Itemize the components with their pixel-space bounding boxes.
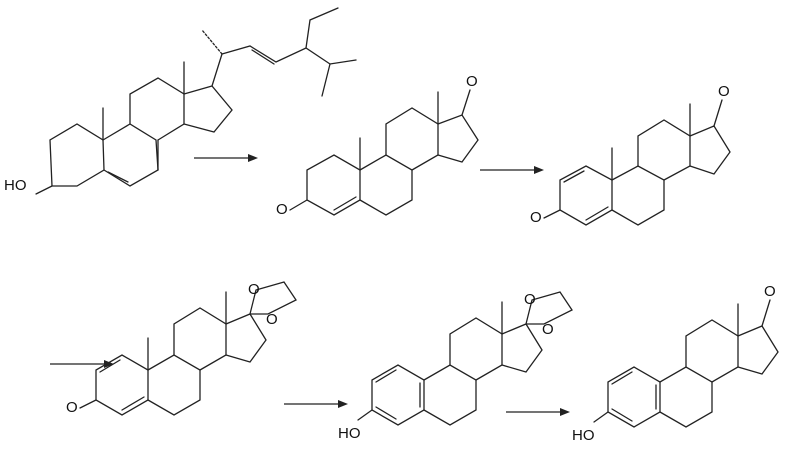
ketone-label: O bbox=[276, 201, 288, 218]
arrowhead-1 bbox=[248, 154, 258, 162]
ketal-oxygen-label-2: O bbox=[542, 321, 554, 338]
arrowhead-3 bbox=[104, 360, 114, 368]
hydroxyl-label: HO bbox=[572, 427, 595, 444]
ketal-oxygen-label-1: O bbox=[248, 281, 260, 298]
ketone-label-17: O bbox=[764, 283, 776, 300]
ketone-label-17: O bbox=[466, 73, 478, 90]
ketal-oxygen-label-1: O bbox=[524, 291, 536, 308]
arrowhead-4 bbox=[338, 400, 348, 408]
compound-6: HO O bbox=[572, 283, 779, 444]
compound-3: O O bbox=[530, 83, 731, 226]
compound-1: HO bbox=[4, 7, 357, 195]
hydroxyl-label: HO bbox=[4, 177, 27, 194]
arrowhead-2 bbox=[534, 166, 544, 174]
hydroxyl-label: HO bbox=[338, 425, 361, 442]
ketone-label: O bbox=[66, 399, 78, 416]
compound-2: O O bbox=[276, 73, 479, 218]
ketal-oxygen-label-2: O bbox=[266, 311, 278, 328]
compound-4: O O O bbox=[66, 281, 297, 416]
arrowhead-5 bbox=[560, 408, 570, 416]
ketone-label: O bbox=[530, 209, 542, 226]
compound-5: HO O O bbox=[338, 291, 573, 442]
ketone-label-17: O bbox=[718, 83, 730, 100]
